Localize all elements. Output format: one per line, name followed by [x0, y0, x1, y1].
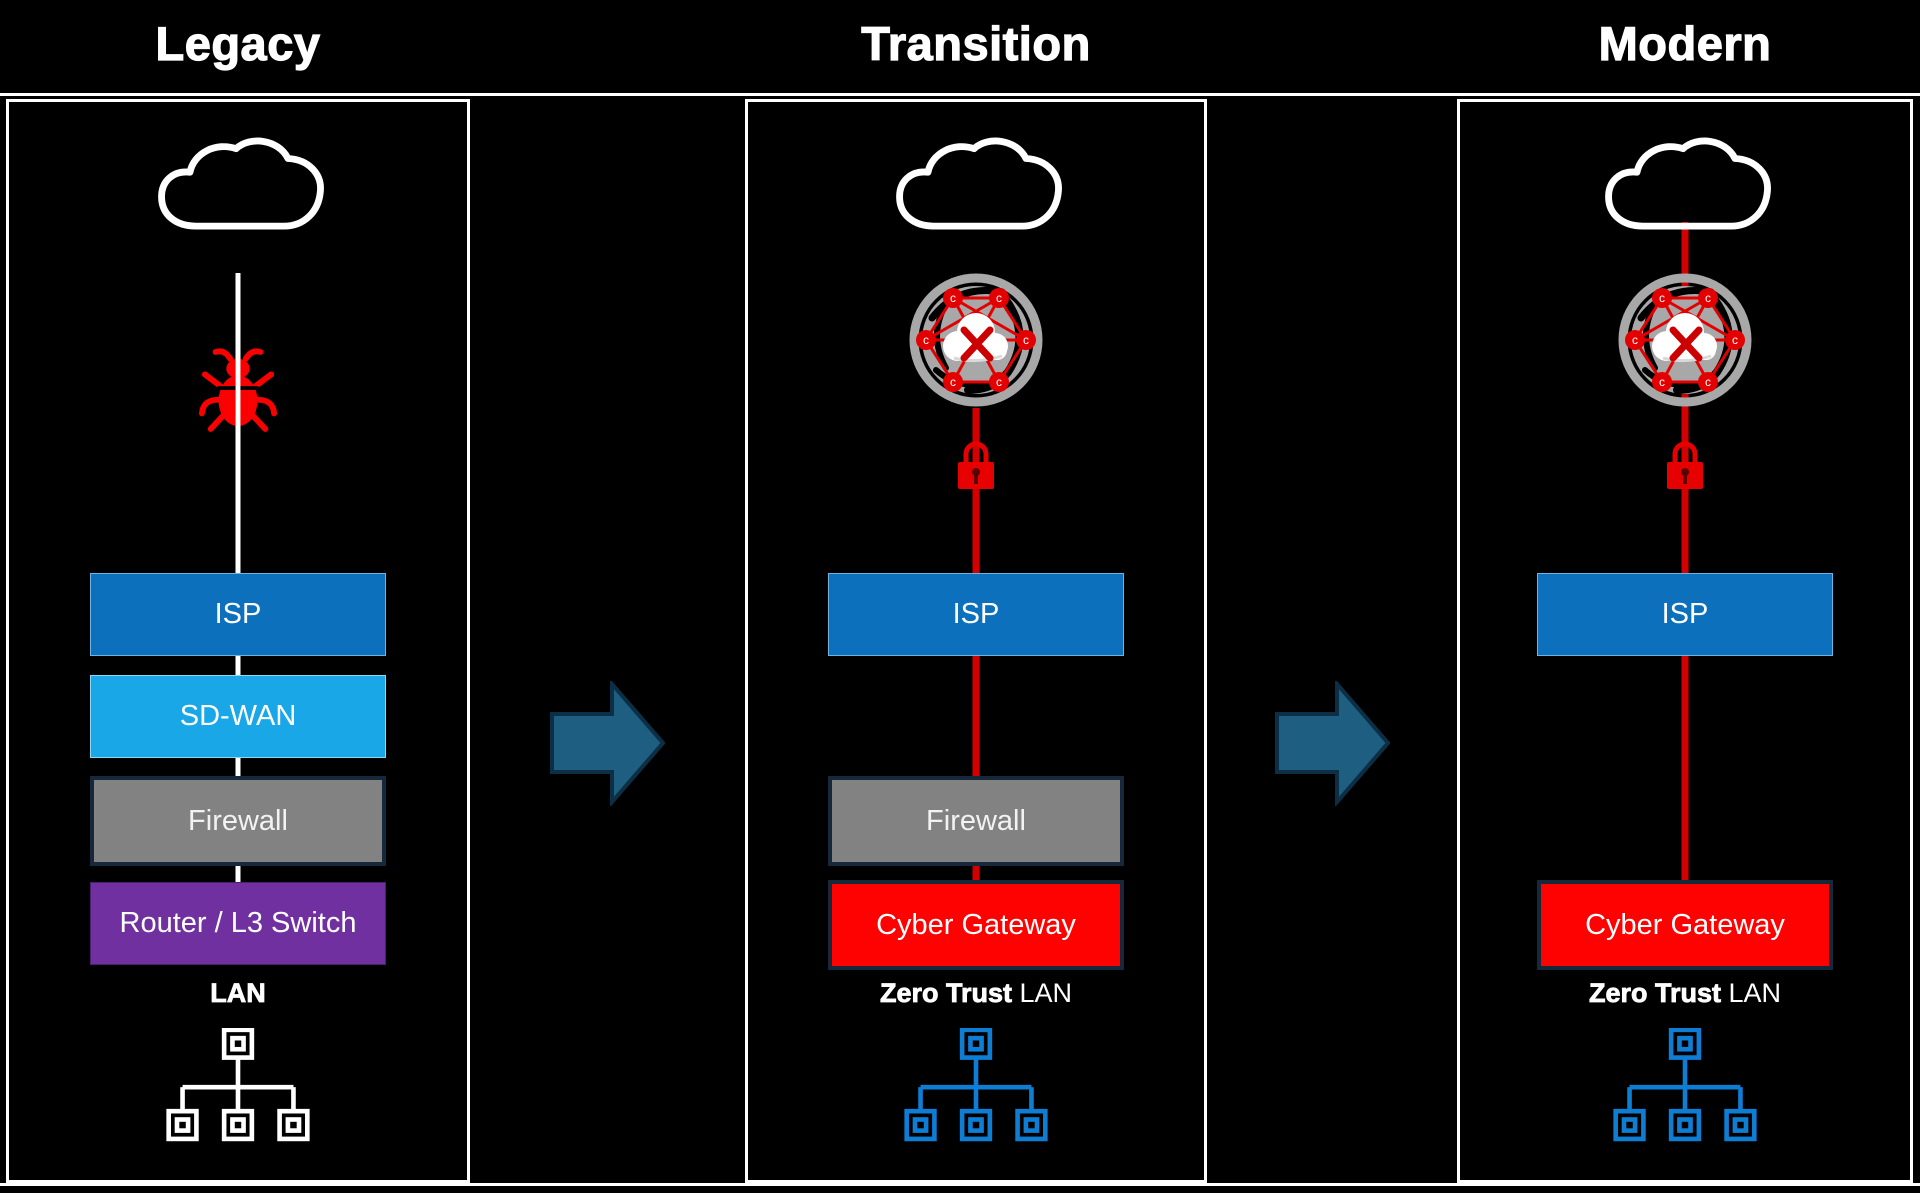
bottom-rule: [0, 1183, 1920, 1186]
right-arrow-icon: [1275, 681, 1390, 806]
panel-modern: c c c c c c ISP Cyber Gateway Zero Trust…: [1457, 99, 1913, 1183]
column-title-modern: Modern: [1598, 16, 1772, 70]
lan-tree-icon: [904, 1028, 1048, 1142]
bug-icon: [199, 345, 277, 435]
box-label: Firewall: [926, 804, 1026, 837]
panel-transition: c c c c c c ISP Firewall Cyber Gateway Z…: [745, 99, 1207, 1183]
box-label: Cyber Gateway: [1585, 908, 1785, 941]
svg-text:c: c: [950, 291, 956, 305]
box-label: Firewall: [188, 804, 288, 837]
column-title-legacy: Legacy: [155, 16, 321, 70]
svg-text:c: c: [1705, 375, 1711, 389]
svg-text:c: c: [1732, 333, 1738, 347]
right-arrow-icon: [550, 681, 665, 806]
box-router-l3-switch: Router / L3 Switch: [90, 882, 386, 965]
box-cyber-gateway: Cyber Gateway: [1537, 880, 1833, 970]
cloud-icon: [896, 137, 1062, 230]
box-label: ISP: [214, 598, 262, 630]
box-isp: ISP: [1537, 573, 1833, 656]
svg-text:c: c: [1659, 375, 1665, 389]
lan-label-bold: LAN: [210, 978, 266, 1009]
svg-text:c: c: [1023, 333, 1029, 347]
box-sdwan: SD-WAN: [90, 675, 386, 758]
svg-text:c: c: [1705, 291, 1711, 305]
lan-tree-icon: [166, 1028, 310, 1142]
svg-text:c: c: [923, 333, 929, 347]
zero-trust-lan-label: Zero Trust LAN: [748, 978, 1204, 1009]
box-label: Router / L3 Switch: [119, 907, 357, 939]
top-rule: [0, 93, 1920, 96]
blocked-botnet-icon: c c c c c c: [1618, 273, 1752, 407]
box-label: SD-WAN: [179, 700, 297, 732]
lan-label-bold: Zero Trust: [879, 978, 1013, 1009]
column-title-transition: Transition: [861, 16, 1091, 70]
svg-text:c: c: [1659, 291, 1665, 305]
padlock-icon: [1667, 441, 1703, 489]
lan-tree-icon: [1613, 1028, 1757, 1142]
lan-label-regular: LAN: [1721, 978, 1782, 1008]
box-cyber-gateway: Cyber Gateway: [828, 880, 1124, 970]
svg-text:c: c: [996, 291, 1002, 305]
box-firewall: Firewall: [90, 776, 386, 866]
box-isp: ISP: [90, 573, 386, 656]
box-label: ISP: [952, 598, 1000, 630]
box-label: ISP: [1661, 598, 1709, 630]
box-isp: ISP: [828, 573, 1124, 656]
blocked-botnet-icon: c c c c c c: [909, 273, 1043, 407]
cloud-icon: [1605, 137, 1771, 230]
zero-trust-lan-label: Zero Trust LAN: [1460, 978, 1910, 1009]
panel-legacy: ISP SD-WAN Firewall Router / L3 Switch L…: [6, 99, 470, 1183]
svg-text:c: c: [950, 375, 956, 389]
cloud-icon: [158, 137, 324, 230]
svg-text:c: c: [996, 375, 1002, 389]
box-firewall: Firewall: [828, 776, 1124, 866]
secure-line-modern: [1681, 222, 1689, 883]
lan-label-bold: Zero Trust: [1588, 978, 1722, 1009]
svg-text:c: c: [1632, 333, 1638, 347]
lan-label-regular: LAN: [1012, 978, 1073, 1008]
lan-label: LAN: [9, 978, 467, 1009]
box-label: Cyber Gateway: [876, 908, 1076, 941]
padlock-icon: [958, 441, 994, 489]
